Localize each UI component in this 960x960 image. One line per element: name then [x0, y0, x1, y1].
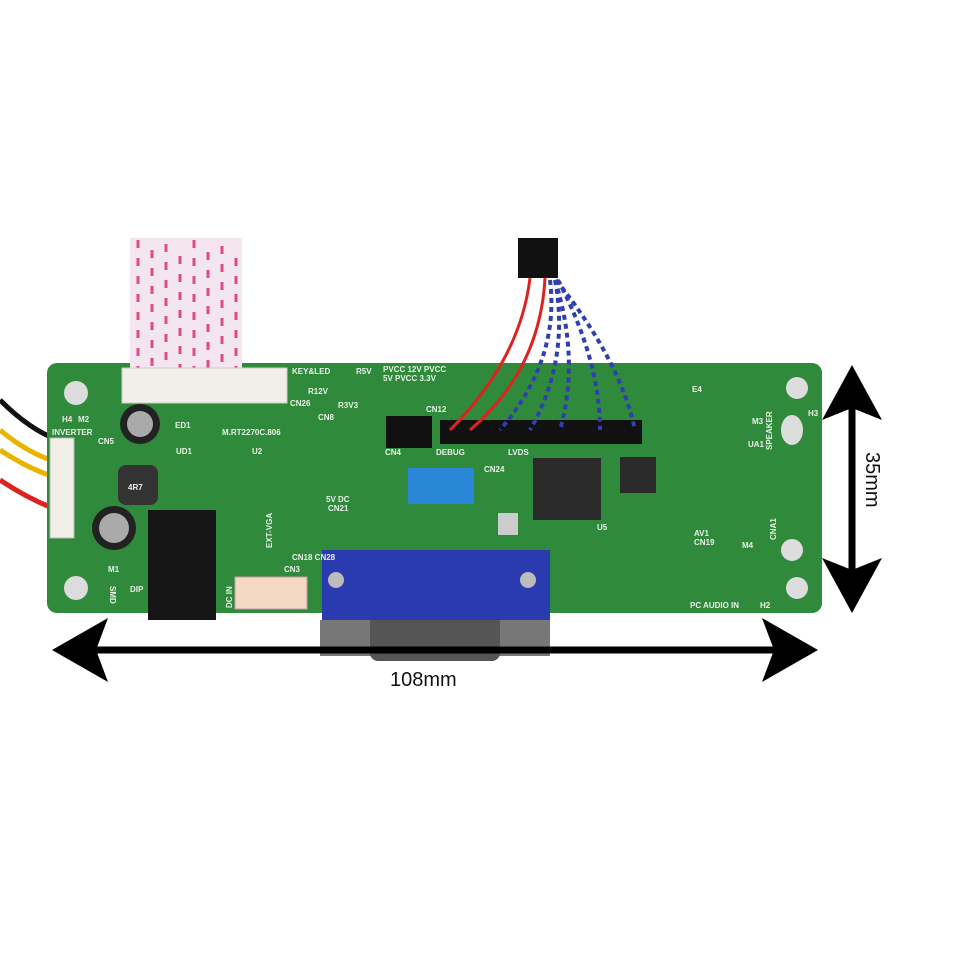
label-cn21: CN21	[328, 504, 349, 513]
label-debug: DEBUG	[436, 448, 465, 457]
vga-connector	[320, 550, 550, 661]
debug-header	[386, 416, 432, 448]
scaler-chip	[533, 458, 601, 520]
label-m4: M4	[742, 541, 754, 550]
label-r3v3: R3V3	[338, 401, 359, 410]
label-e4: E4	[692, 385, 702, 394]
label-ext-vga: EXT-VGA	[265, 513, 274, 548]
inductor	[118, 465, 158, 505]
label-av1: AV1	[694, 529, 710, 538]
label-cna1: CNA1	[769, 518, 778, 540]
label-h2: H2	[760, 601, 771, 610]
label-ed1: ED1	[175, 421, 191, 430]
key-led-ribbon-cable	[121, 238, 288, 404]
label-key-led: KEY&LED	[292, 367, 330, 376]
inductor-label: 4R7	[128, 483, 143, 492]
board-model-label: M.RT2270C.806	[222, 428, 281, 437]
label-5v-dc: 5V DC	[326, 495, 350, 504]
label-h3: H3	[808, 409, 819, 418]
label-cn18-cn28: CN18 CN28	[292, 553, 336, 562]
label-dip: DIP	[130, 585, 144, 594]
width-dimension-label: 108mm	[390, 669, 457, 691]
cn3-connector	[234, 576, 308, 610]
lvds-cable	[448, 238, 637, 432]
crystal	[498, 513, 518, 535]
label-m2: M2	[78, 415, 90, 424]
label-m3: M3	[752, 417, 764, 426]
label-ud1: UD1	[176, 447, 193, 456]
label-h4: H4	[62, 415, 73, 424]
label-lvds: LVDS	[508, 448, 529, 457]
label-pvcc-bottom: 5V PVCC 3.3V	[383, 374, 437, 383]
cn24-blue-connector	[408, 468, 474, 504]
label-r5v: R5V	[356, 367, 372, 376]
label-cn26: CN26	[290, 399, 311, 408]
eeprom-chip	[620, 457, 656, 493]
label-cn12: CN12	[426, 405, 447, 414]
dc-power-jack	[148, 510, 216, 620]
inverter-connector	[49, 437, 75, 539]
height-dimension-arrow	[822, 365, 882, 613]
label-cn19: CN19	[694, 538, 715, 547]
label-dc-in: DC IN	[225, 586, 234, 608]
width-dimension-arrow	[52, 618, 818, 682]
height-dimension-label: 35mm	[861, 452, 883, 508]
label-cn24: CN24	[484, 465, 505, 474]
label-smd: SMD	[108, 586, 117, 604]
label-speaker: SPEAKER	[765, 411, 774, 450]
label-cn4: CN4	[385, 448, 402, 457]
label-cn3: CN3	[284, 565, 301, 574]
label-u2: U2	[252, 447, 263, 456]
label-inverter: INVERTER	[52, 428, 93, 437]
label-u5: U5	[597, 523, 608, 532]
mounting-holes	[64, 377, 808, 600]
label-ua1: UA1	[748, 440, 765, 449]
label-cn5: CN5	[98, 437, 115, 446]
lvds-header	[440, 420, 642, 444]
label-m1: M1	[108, 565, 120, 574]
label-pvcc-top: PVCC 12V PVCC	[383, 365, 446, 374]
label-cn8: CN8	[318, 413, 335, 422]
label-pc-audio-in: PC AUDIO IN	[690, 601, 739, 610]
label-r12v: R12V	[308, 387, 329, 396]
